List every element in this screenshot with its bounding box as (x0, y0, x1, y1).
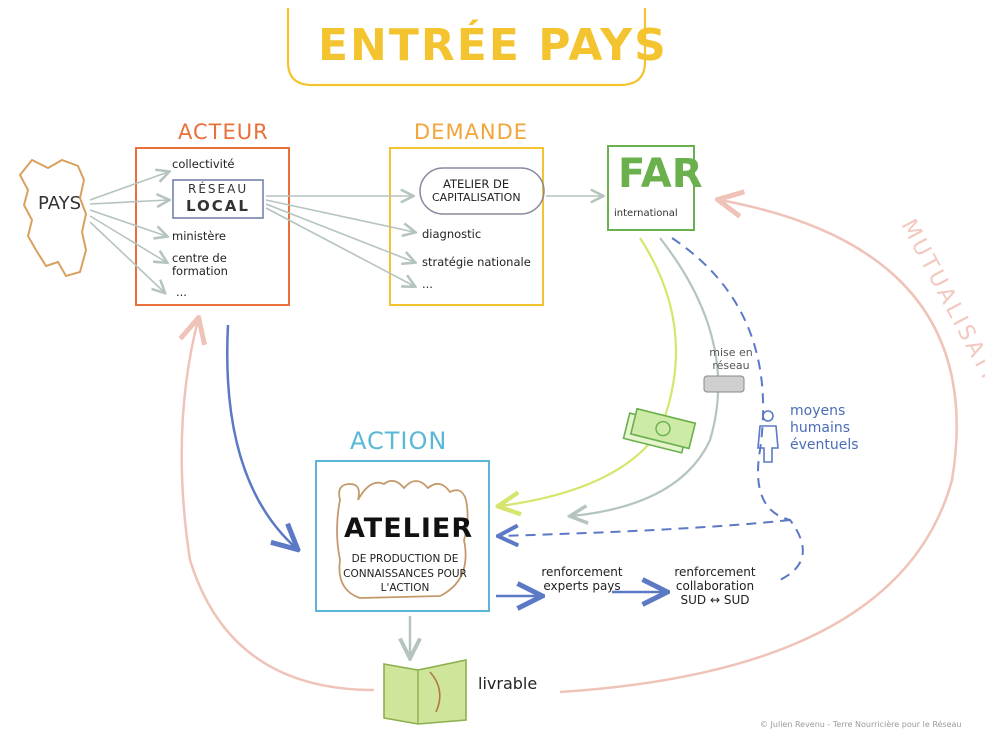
mutualisation-loop-arrow (559, 200, 958, 694)
pays-map-icon (18, 158, 88, 278)
far-to-action-dashed-arrow (671, 237, 804, 581)
action-heading: ACTION (350, 427, 448, 455)
atelier-subtitle: DE PRODUCTION DE CONNAISSANCES POUR L'AC… (343, 553, 467, 595)
mise-en-reseau-label: mise en réseau (709, 346, 753, 373)
pays-label: PAYS (38, 193, 82, 214)
far-box (607, 145, 695, 231)
atelier-cap-line2: CAPITALISATION (432, 191, 521, 204)
demande-item-diagnostic: diagnostic (422, 227, 482, 241)
demande-item-ellipsis: ... (422, 277, 433, 291)
demande-heading: DEMANDE (414, 120, 529, 144)
demande-item-strategie: stratégie nationale (422, 255, 531, 269)
people-group-shape (336, 479, 469, 599)
livrable-map-icon (383, 659, 467, 725)
reseau-label-line2: LOCAL (186, 197, 250, 215)
reseau-local-box (172, 179, 264, 219)
renforcement-collab-label: renforcement collaboration SUD ↔ SUD (674, 565, 756, 607)
acteur-item-centre-formation: centre de formation (172, 251, 228, 278)
acteur-box (135, 147, 290, 306)
atelier-capitalisation-pill (419, 167, 545, 215)
far-label: FAR (618, 151, 703, 197)
far-sublabel: international (614, 208, 678, 219)
action-box (315, 460, 490, 612)
atelier-cap-line1: ATELIER DE (443, 177, 510, 191)
pays-to-acteur-arrows (89, 172, 168, 292)
acteur-item-ellipsis: ... (176, 285, 187, 299)
far-to-action-money-arrow (500, 237, 678, 506)
title-frame (286, 8, 647, 87)
acteur-heading: ACTEUR (178, 120, 269, 144)
collab-to-atelier-dashed-arrow (500, 519, 791, 536)
acteur-to-demande-arrows (265, 196, 414, 286)
acteur-to-action-arrow (226, 324, 296, 548)
moyens-humains-label: moyens humains éventuels (790, 403, 859, 453)
person-icon (757, 410, 779, 463)
acteur-item-collectivite: collectivité (172, 157, 235, 171)
page-title: ENTRÉE PAYS (318, 20, 668, 71)
renforcement-experts-label: renforcement experts pays (541, 565, 623, 593)
reseau-label-line1: RÉSEAU (188, 182, 249, 196)
acteur-item-ministere: ministère (172, 229, 227, 243)
credit-text: © Julien Revenu - Terre Nourricière pour… (760, 720, 962, 729)
far-to-action-network-arrow (572, 237, 720, 516)
money-icon (622, 407, 697, 454)
atelier-title: ATELIER (344, 513, 474, 544)
livrable-to-acteur-arrow (182, 320, 375, 692)
livrable-label: livrable (478, 674, 538, 693)
handshake-icon (703, 375, 745, 393)
